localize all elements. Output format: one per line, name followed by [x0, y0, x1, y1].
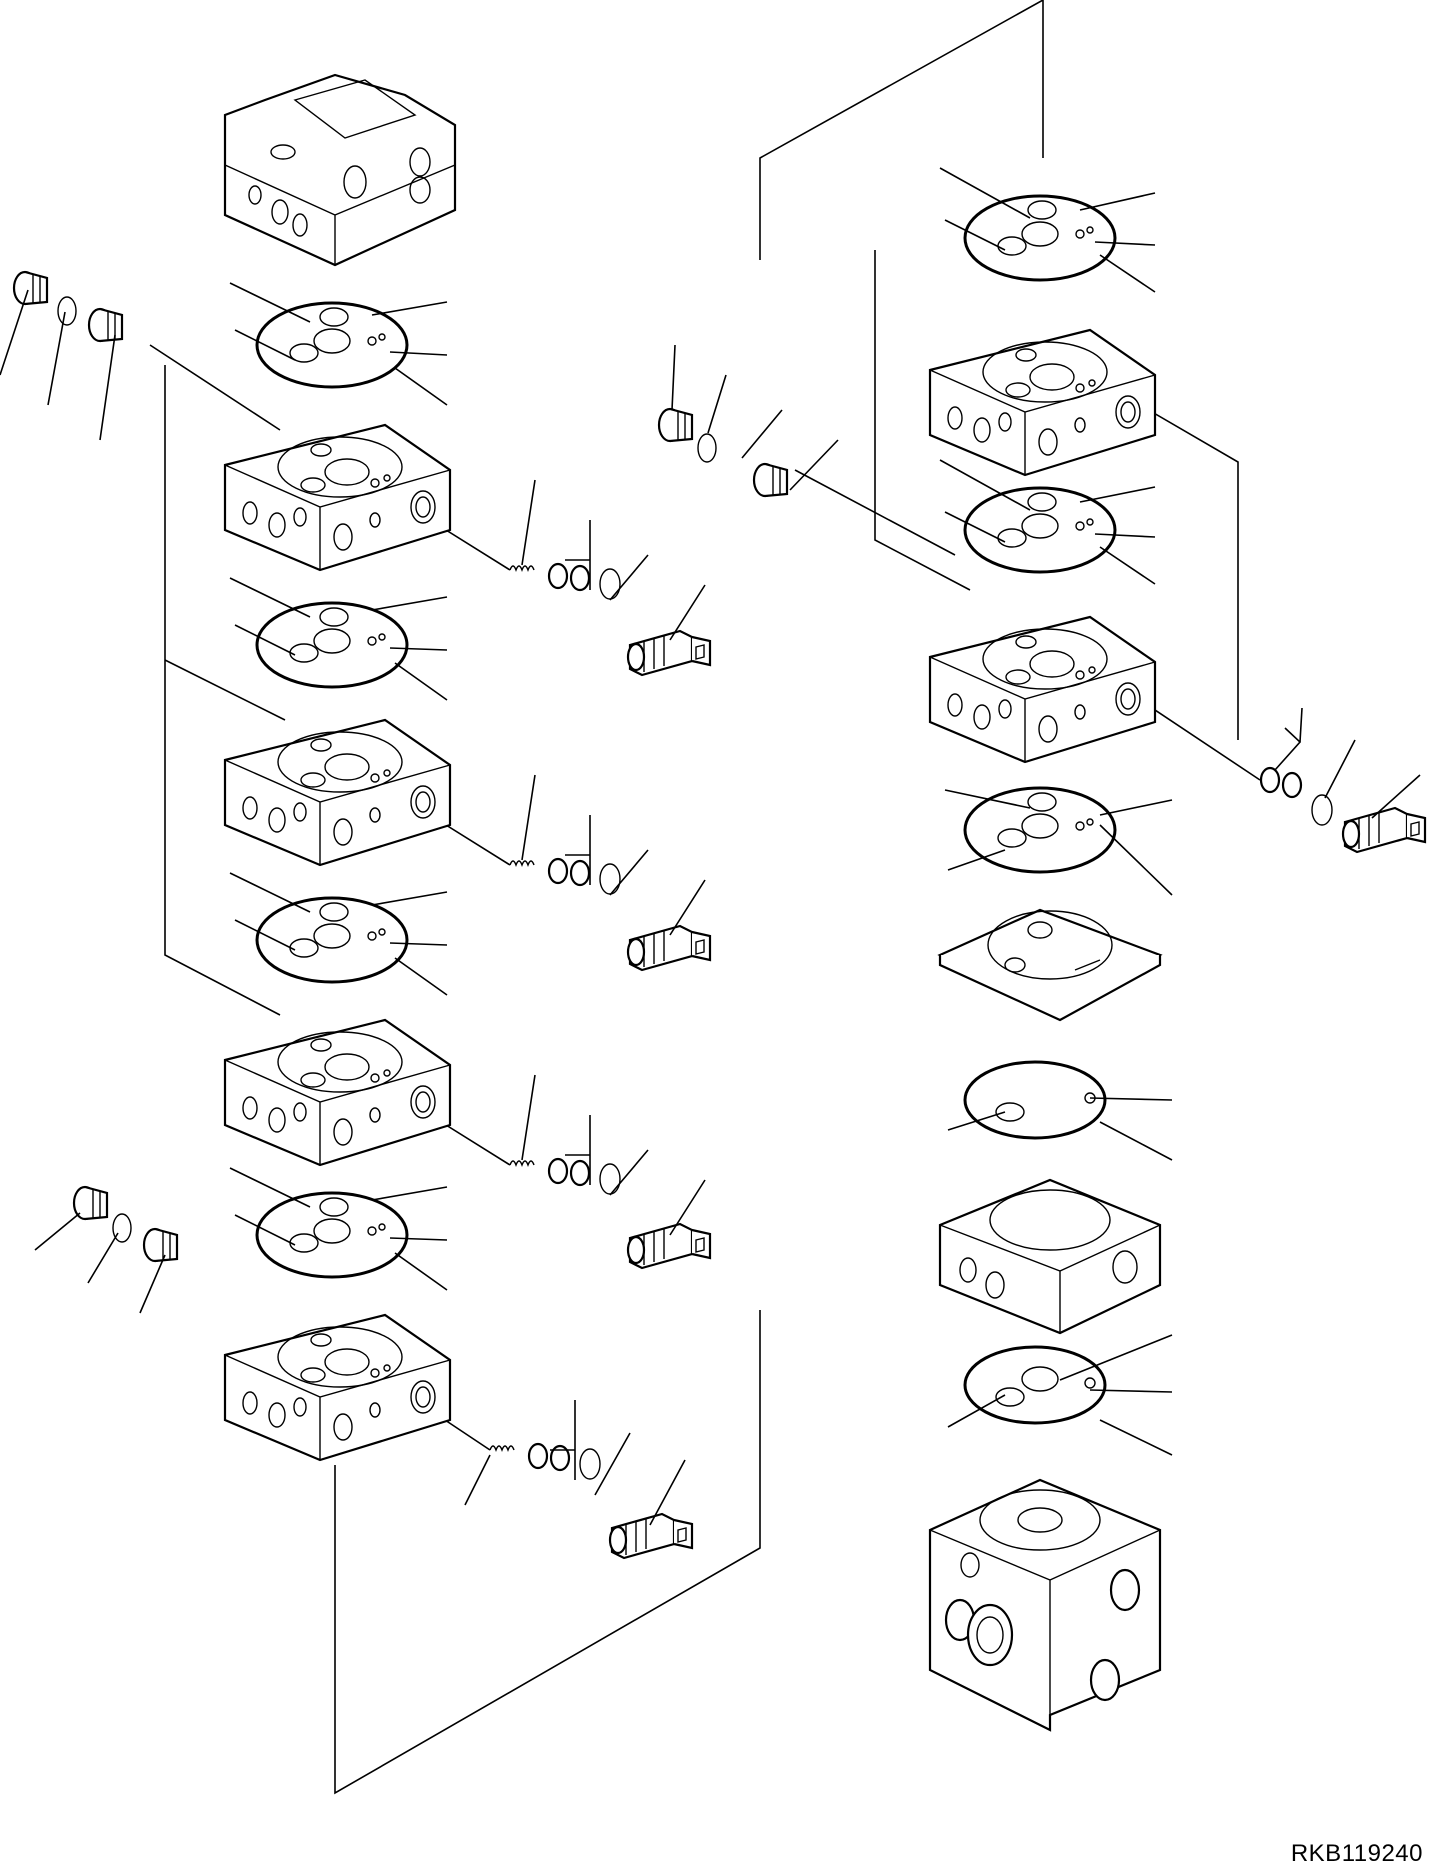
base-block	[928, 1478, 1162, 1732]
leader-lines	[0, 167, 1421, 1526]
left-relief-valves	[12, 270, 789, 1263]
right-column-parts	[928, 194, 1163, 1732]
assembly-connector-lines	[149, 0, 1261, 1795]
top-cover-block	[223, 73, 457, 267]
left-spool-sets	[488, 562, 712, 1560]
drawing-code: RKB119240	[1290, 1840, 1423, 1867]
left-column-parts	[223, 301, 452, 1462]
right-spool-set	[1259, 766, 1427, 854]
